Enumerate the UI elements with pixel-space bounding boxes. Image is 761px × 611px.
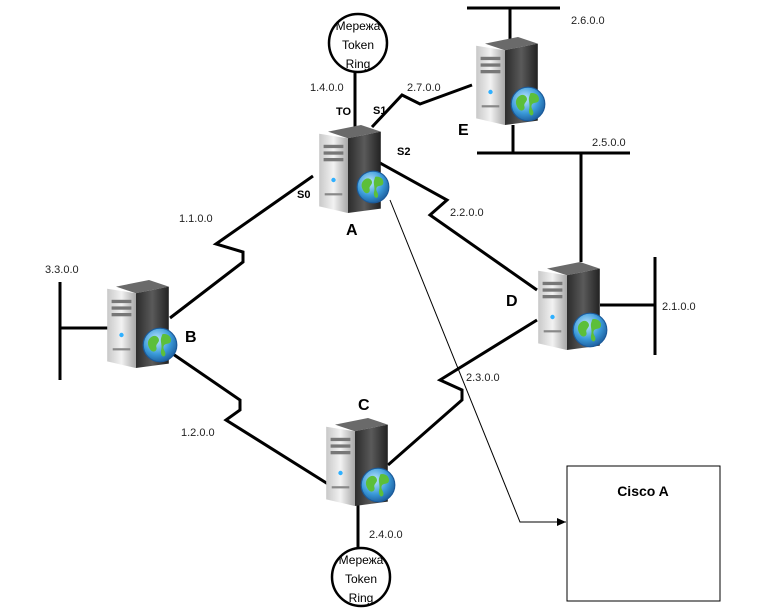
- router-c-label: C: [358, 397, 370, 414]
- router-b-label: B: [185, 329, 197, 346]
- globe-icon: [356, 170, 390, 204]
- token-ring-top-line3: Ring: [346, 57, 371, 71]
- link-b-a: [169, 174, 314, 320]
- callout-arrowhead: [557, 518, 566, 526]
- globe-icon: [510, 86, 546, 122]
- interface-s0-label: S0: [297, 189, 310, 201]
- interface-s2-label: S2: [397, 146, 410, 158]
- router-e[interactable]: [476, 37, 546, 125]
- network-2-7-label: 2.7.0.0: [407, 82, 441, 94]
- router-a-label: A: [346, 222, 358, 239]
- router-d-label: D: [506, 293, 518, 310]
- globe-icon: [142, 327, 178, 363]
- network-3-3-label: 3.3.0.0: [45, 264, 79, 276]
- network-2-3-label: 2.3.0.0: [466, 372, 500, 384]
- router-b[interactable]: [107, 280, 178, 368]
- network-2-6-label: 2.6.0.0: [571, 15, 605, 27]
- globe-icon: [360, 467, 396, 503]
- network-2-5-label: 2.5.0.0: [592, 137, 626, 149]
- network-1-4-label: 1.4.0.0: [310, 82, 344, 94]
- router-d[interactable]: [538, 262, 608, 350]
- router-c[interactable]: [326, 418, 396, 506]
- link-b-c: [169, 350, 329, 486]
- token-ring-bottom-line2: Token: [345, 572, 377, 586]
- callout-pointer: [389, 199, 566, 523]
- link-a-e: [370, 83, 473, 129]
- network-2-4-label: 2.4.0.0: [369, 529, 403, 541]
- token-ring-bottom-line3: Ring: [349, 591, 374, 605]
- network-1-1-label: 1.1.0.0: [179, 213, 213, 225]
- globe-icon: [572, 312, 608, 348]
- network-1-2-label: 1.2.0.0: [181, 427, 215, 439]
- token-ring-top-line2: Token: [342, 38, 374, 52]
- interface-s1-label: S1: [373, 105, 386, 117]
- token-ring-top-line1: Мережа: [336, 19, 381, 33]
- cisco-a-title: Cisco A: [617, 483, 669, 499]
- link-a-d: [379, 161, 538, 292]
- router-e-label: E: [458, 122, 469, 139]
- cisco-a-callout: Cisco A: [566, 465, 721, 602]
- network-2-1-label: 2.1.0.0: [662, 301, 696, 313]
- interface-to-label: TO: [336, 106, 352, 118]
- token-ring-top: Мережа Token Ring: [327, 12, 389, 74]
- router-a[interactable]: [319, 125, 390, 213]
- link-c-d: [387, 318, 538, 467]
- token-ring-bottom: Мережа Token Ring: [330, 546, 392, 608]
- network-2-2-label: 2.2.0.0: [450, 207, 484, 219]
- token-ring-bottom-line1: Мережа: [339, 553, 384, 567]
